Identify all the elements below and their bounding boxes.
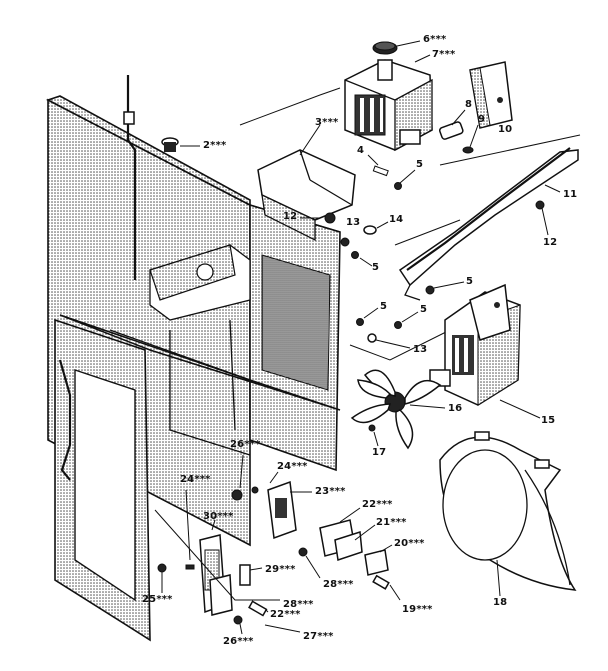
- label-13-bottom: 13: [413, 344, 428, 355]
- label-5-right: 5: [466, 276, 474, 287]
- waveguide-3: [257, 124, 356, 242]
- side-panel: [249, 203, 341, 472]
- label-4: 4: [357, 145, 365, 156]
- label-18: 18: [493, 597, 508, 608]
- label-7: 7***: [432, 49, 456, 60]
- label-8: 8: [465, 99, 473, 110]
- label-17: 17: [372, 447, 387, 458]
- label-28-lower: 28***: [283, 599, 314, 610]
- front-frame: [54, 318, 151, 642]
- label-24-left: 24***: [180, 474, 211, 485]
- rail-11: [398, 147, 579, 301]
- pin-4: [367, 154, 416, 190]
- label-26-top: 26***: [230, 439, 261, 450]
- label-21: 21***: [376, 517, 407, 528]
- label-15: 15: [541, 415, 556, 426]
- label-5: 5: [416, 159, 424, 170]
- label-6: 6***: [423, 34, 447, 45]
- label-11: 11: [563, 189, 578, 200]
- label-29: 29***: [265, 564, 296, 575]
- label-5-mid: 5: [372, 262, 380, 273]
- rod-2: [123, 75, 137, 280]
- label-30: 30***: [203, 511, 234, 522]
- label-20: 20***: [394, 538, 425, 549]
- fasteners-middle: [300, 212, 465, 349]
- screw-2: [161, 137, 200, 152]
- thermal-cutout-8: [438, 109, 479, 154]
- label-24-right: 24***: [277, 461, 308, 472]
- label-13-top: 13: [346, 217, 361, 228]
- fan-motor-15: [429, 283, 541, 419]
- cavity-floor: [59, 244, 341, 456]
- label-12-left: 12: [283, 211, 298, 222]
- label-25: 25***: [142, 594, 173, 605]
- fan-blade-16: [350, 369, 446, 450]
- label-22-top: 22***: [362, 499, 393, 510]
- label-16: 16: [448, 403, 463, 414]
- label-14: 14: [389, 214, 404, 225]
- label-22-bottom: 22***: [270, 609, 301, 620]
- label-28-mid: 28***: [323, 579, 354, 590]
- bracket-10: [469, 61, 513, 129]
- label-26-bottom: 26***: [223, 636, 254, 647]
- label-5-lower-right: 5: [420, 304, 428, 315]
- label-5-lower-left: 5: [380, 301, 388, 312]
- label-10: 10: [498, 124, 513, 135]
- label-12-right: 12: [543, 237, 558, 248]
- fan-shroud-18: [439, 431, 577, 597]
- label-19: 19***: [402, 604, 433, 615]
- label-3: 3***: [315, 117, 339, 128]
- magnetron-7: [344, 40, 433, 152]
- guide-lines: [239, 87, 581, 361]
- label-2: 2***: [203, 140, 227, 151]
- door-interlock-assembly: [154, 454, 401, 635]
- label-9: 9: [478, 114, 486, 125]
- label-27: 27***: [303, 631, 334, 642]
- label-23: 23***: [315, 486, 346, 497]
